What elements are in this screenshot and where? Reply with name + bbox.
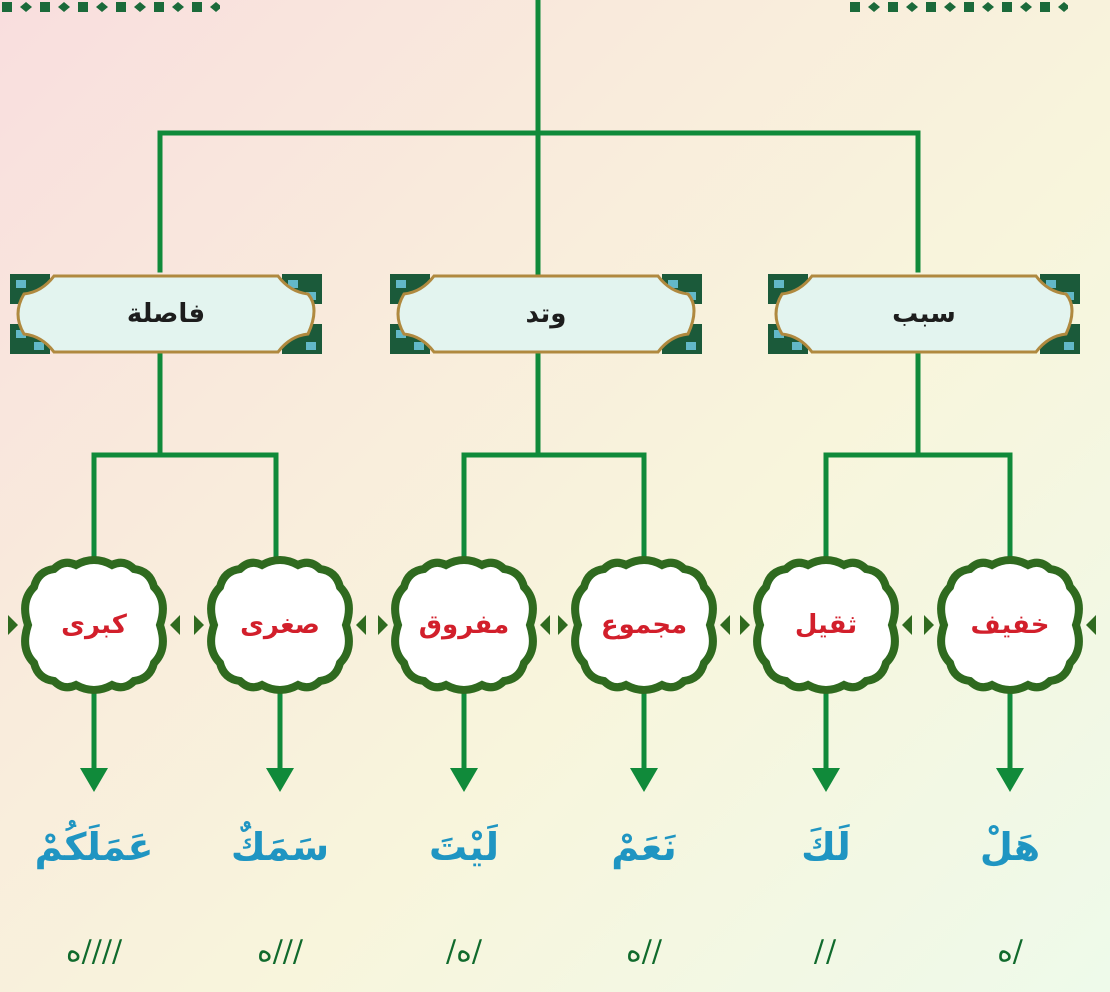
category-label: مجموع [600, 610, 688, 640]
node-label: فاصلة [126, 299, 206, 329]
example-word: نَعَمْ [611, 825, 677, 869]
node-label: سبب [892, 299, 956, 329]
arrowhead [80, 768, 108, 792]
arrowhead [630, 768, 658, 792]
scalloped-frame-icon [558, 556, 730, 694]
node-label: وتد [525, 299, 567, 329]
prosody-notation: /ه/ [446, 934, 482, 969]
arrowhead [996, 768, 1024, 792]
scalloped-frame-icon [194, 556, 366, 694]
example-word: عَمَلَكُمْ [34, 825, 154, 869]
prosody-notation: // [813, 934, 839, 969]
top-left-ornament [2, 2, 220, 12]
prosody-notation: ه/ [997, 934, 1023, 969]
category-thaqil: ثقيل [736, 555, 916, 695]
ornate-frame-icon [10, 274, 322, 354]
ornate-frame-icon [768, 274, 1080, 354]
prosody-notation: ه/// [256, 934, 304, 969]
arrowhead [266, 768, 294, 792]
arrowhead [450, 768, 478, 792]
top-right-ornament [850, 2, 1068, 12]
prosody-notation: ه// [626, 934, 662, 969]
category-majmu: مجموع [554, 555, 734, 695]
example-word: هَلْ [979, 825, 1041, 869]
scalloped-frame-icon [378, 556, 550, 694]
category-kubra: كبرى [4, 555, 184, 695]
example-word: لَكَ [801, 825, 851, 869]
example-word: سَمَكٌ [230, 825, 330, 869]
scalloped-frame-icon [740, 556, 912, 694]
scalloped-frame-icon [8, 556, 180, 694]
top-branch-line [157, 130, 921, 273]
category-label: خفيف [970, 610, 1050, 640]
prosody-notation: ه//// [65, 934, 123, 969]
node-fasila: فاصلة [8, 272, 324, 356]
category-label: مفروق [418, 610, 510, 640]
node-watad: وتد [388, 272, 704, 356]
category-mafruq: مفروق [374, 555, 554, 695]
category-khafif: خفيف [920, 555, 1100, 695]
ornate-frame-icon [390, 274, 702, 354]
category-label: ثقيل [794, 610, 858, 640]
category-sughra: صغرى [190, 555, 370, 695]
category-label: كبرى [61, 610, 127, 640]
scalloped-frame-icon [924, 556, 1096, 694]
example-word: لَيْتَ [428, 825, 499, 869]
node-sabab: سبب [766, 272, 1082, 356]
category-label: صغرى [240, 610, 320, 640]
arrowhead [812, 768, 840, 792]
